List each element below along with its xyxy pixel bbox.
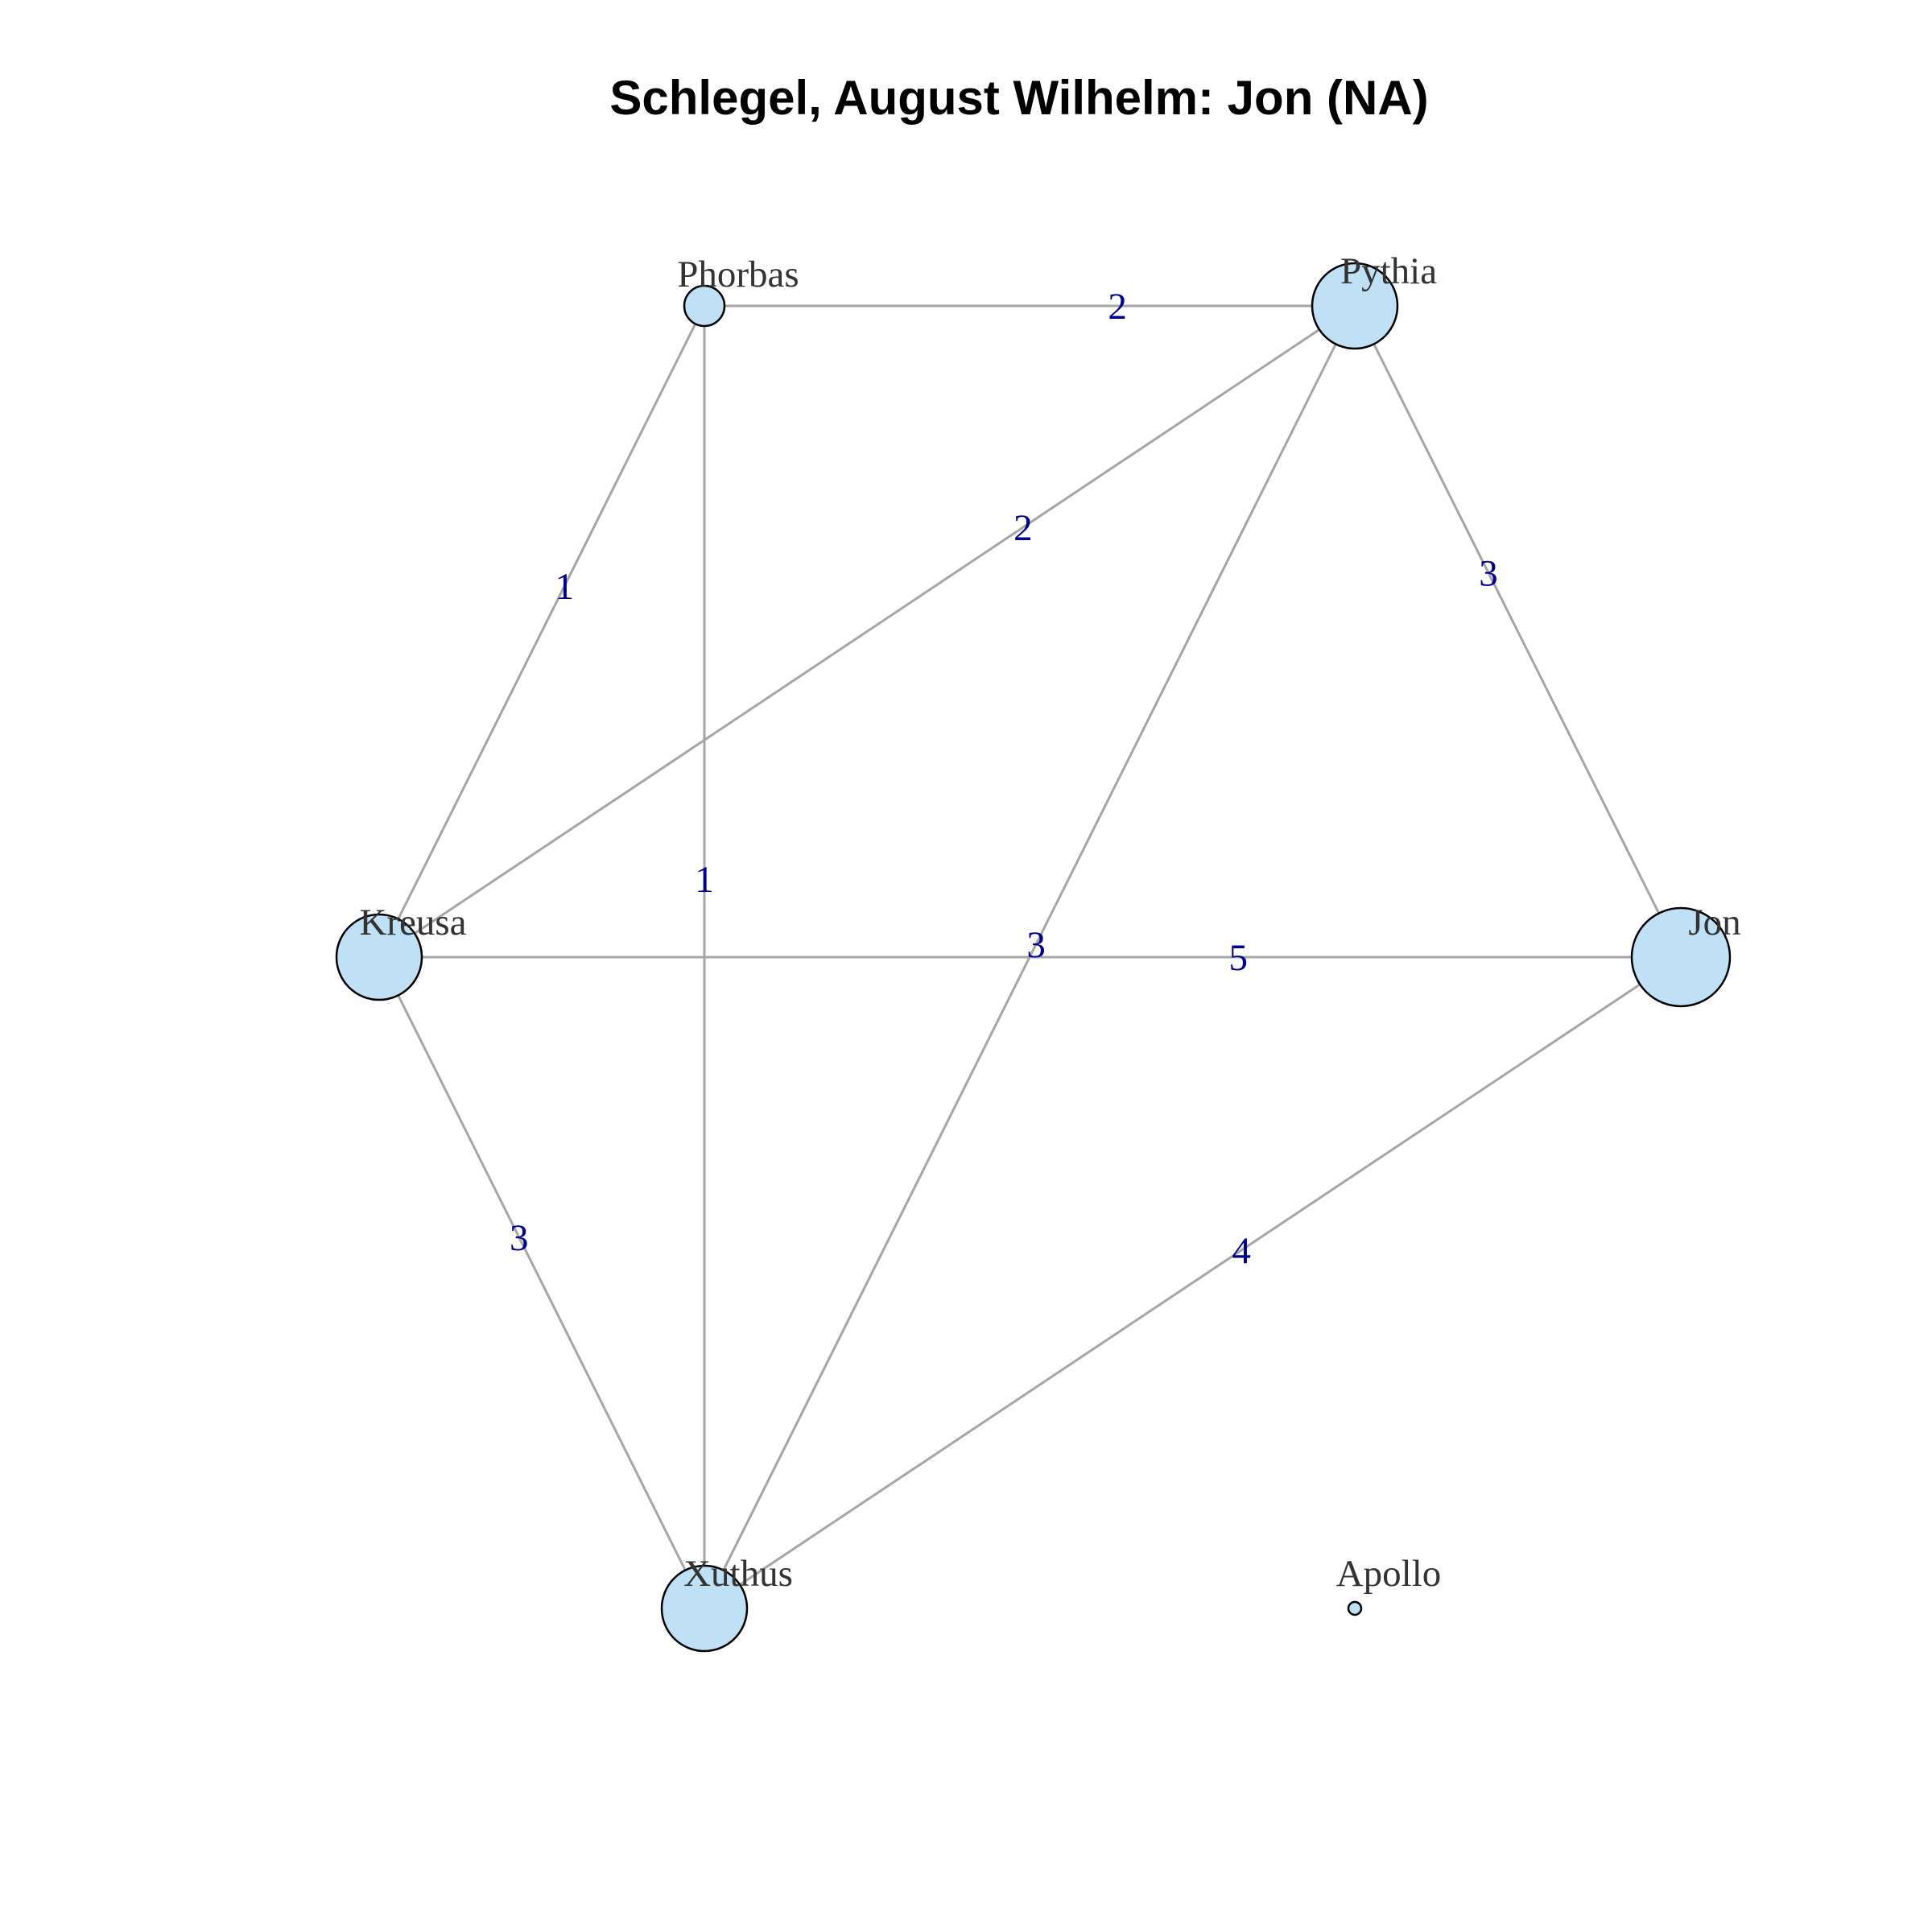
diagram-title: Schlegel, August Wilhelm: Jon (NA) — [609, 71, 1428, 125]
edge-pythia-kreusa — [378, 304, 1356, 959]
edge-jon-xuthus — [704, 956, 1682, 1610]
node-label-kreusa: Kreusa — [359, 902, 466, 943]
node-label-pythia: Pythia — [1340, 250, 1437, 292]
edge-label-layer: 2 1 1 2 3 3 5 3 4 — [510, 286, 1498, 1272]
edge-weight-label: 3 — [1026, 924, 1046, 966]
node-layer — [335, 262, 1732, 1653]
node-kreusa — [335, 913, 423, 1001]
edge-weight-label: 1 — [695, 859, 714, 901]
edge-weight-label: 4 — [1232, 1230, 1251, 1272]
edge-weight-label: 3 — [510, 1217, 529, 1259]
node-xuthus — [660, 1564, 749, 1653]
edge-kreusa-xuthus — [378, 956, 706, 1609]
node-phorbas — [683, 284, 726, 328]
edge-phorbas-kreusa — [378, 305, 706, 958]
node-jon — [1630, 906, 1732, 1008]
node-pythia — [1311, 262, 1399, 350]
edge-weight-label: 5 — [1228, 937, 1248, 979]
node-label-xuthus: Xuthus — [683, 1553, 793, 1595]
node-apollo — [1347, 1600, 1363, 1616]
edge-weight-label: 3 — [1479, 553, 1498, 595]
edge-pythia-jon — [1353, 305, 1682, 958]
edge-layer — [378, 304, 1682, 1610]
node-label-jon: Jon — [1688, 902, 1740, 943]
node-label-apollo: Apollo — [1336, 1553, 1442, 1595]
edge-weight-label: 2 — [1013, 507, 1033, 549]
edge-weight-label: 1 — [555, 566, 575, 608]
edge-weight-label: 2 — [1108, 286, 1127, 328]
node-label-phorbas: Phorbas — [677, 254, 799, 295]
